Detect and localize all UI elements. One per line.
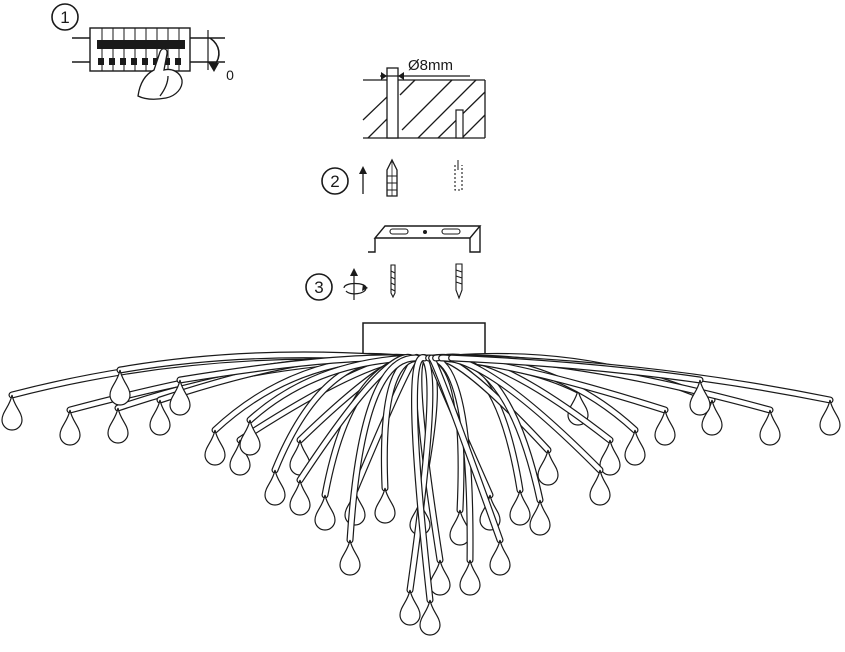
crystal-drop-icon	[701, 399, 723, 436]
crystal-drop-icon	[759, 409, 781, 446]
chandelier-arm-fill	[347, 355, 419, 543]
drill-hole-icon	[362, 67, 486, 139]
chandelier-body	[1, 351, 841, 636]
crystal-drop-icon	[419, 599, 441, 636]
chandelier-arm-fill	[449, 355, 703, 383]
crystal-drop-icon	[819, 399, 841, 436]
step-3-badge	[305, 273, 333, 301]
crystal-drop-icon	[339, 539, 361, 576]
crystal-drop-icon	[169, 379, 191, 416]
step-3-number: 3	[314, 278, 323, 297]
circuit-breaker-icon	[72, 27, 225, 72]
crystal-drop-icon	[489, 539, 511, 576]
crystal-drop-icon	[109, 369, 131, 406]
crystal-drop-icon	[229, 439, 251, 476]
crystal-drop-icon	[149, 399, 171, 436]
step-2-number: 2	[330, 172, 339, 191]
canopy-icon	[362, 322, 486, 359]
crystal-drop-icon	[624, 429, 646, 466]
crystal-drop-icon	[314, 494, 336, 531]
crystal-drop-icon	[589, 469, 611, 506]
crystal-drop-icon	[204, 429, 226, 466]
screw-icon	[390, 264, 396, 299]
drill-diameter-label: Ø8mm	[408, 57, 453, 74]
up-arrow-icon	[359, 166, 367, 194]
crystal-drop-icon	[59, 409, 81, 446]
mounting-bracket-icon	[368, 225, 482, 253]
wall-plug-icon	[386, 158, 398, 197]
step-3-group: 3	[305, 263, 463, 301]
crystal-drop-icon	[107, 407, 129, 444]
switch-off-label: 0	[226, 67, 234, 83]
crystal-drop-icon	[399, 589, 421, 626]
crystal-drop-icon	[599, 439, 621, 476]
crystal-drop-icon	[429, 559, 451, 596]
screwdriver-rotate-icon	[343, 268, 368, 300]
step-2-group: 2	[321, 158, 463, 197]
crystal-drop-icon	[689, 379, 711, 416]
crystal-drop-icon	[537, 449, 559, 486]
step-1-number: 1	[60, 8, 69, 27]
crystal-drop-icon	[529, 499, 551, 536]
crystal-drop-icon	[459, 559, 481, 596]
chandelier-arm-fill	[429, 355, 503, 543]
crystal-drop-icon	[264, 469, 286, 506]
chandelier-arm-fill	[247, 355, 409, 423]
wall-plug-icon	[454, 160, 463, 191]
step-2-badge	[321, 167, 349, 195]
hand-icon	[137, 48, 183, 100]
chandelier-arm-fill	[407, 355, 433, 593]
crystal-drop-icon	[654, 409, 676, 446]
arrow-icon	[208, 37, 220, 72]
crystal-drop-icon	[239, 419, 261, 456]
crystal-drop-icon	[289, 479, 311, 516]
crystal-drop-icon	[1, 394, 23, 431]
chandelier-arm-fill	[412, 355, 433, 603]
crystal-drop-icon	[374, 487, 396, 524]
step-1-group: 1	[51, 3, 234, 100]
screw-icon	[455, 263, 463, 300]
step-1-badge	[51, 3, 79, 31]
crystal-drop-icon	[509, 489, 531, 526]
